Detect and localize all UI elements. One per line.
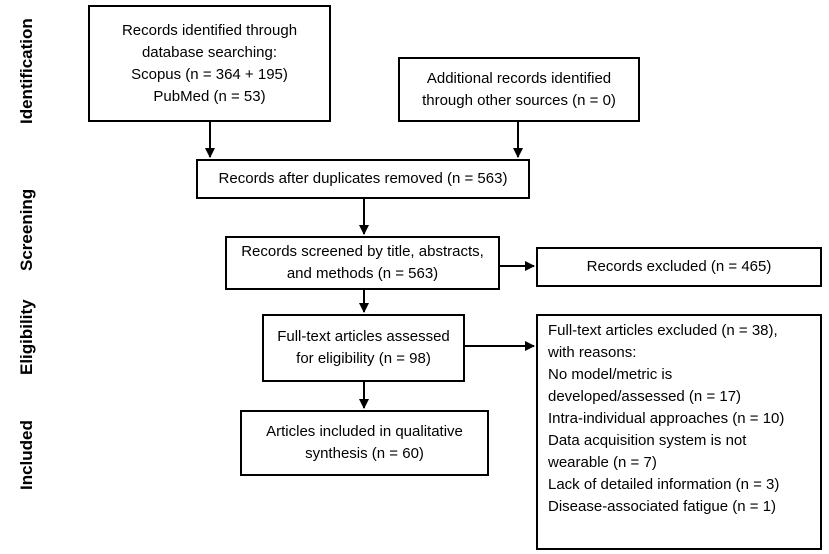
fulltext-excluded-line-6: Data acquisition system is not bbox=[548, 432, 747, 449]
other-sources-line-2: through other sources (n = 0) bbox=[422, 91, 616, 109]
screened-line-2: and methods (n = 563) bbox=[286, 265, 439, 282]
db-search-line-2: database searching: bbox=[141, 43, 278, 61]
other-sources-line-1: Additional records identified bbox=[426, 69, 612, 87]
fulltext-excluded-line-3: No model/metric is bbox=[548, 366, 673, 383]
box-fulltext-assessed: Full-text articles assessed for eligibil… bbox=[262, 314, 465, 382]
box-other-sources: Additional records identified through ot… bbox=[398, 57, 640, 122]
box-fulltext-excluded: Full-text articles excluded (n = 38), wi… bbox=[536, 314, 822, 550]
fulltext-excluded-line-2: with reasons: bbox=[548, 344, 637, 361]
stage-label-identification: Identification bbox=[17, 18, 36, 124]
fulltext-excluded-line-5: Intra-individual approaches (n = 10) bbox=[548, 410, 785, 427]
box-records-screened: Records screened by title, abstracts, an… bbox=[225, 236, 500, 290]
fulltext-excluded-line-4: developed/assessed (n = 17) bbox=[548, 388, 742, 405]
after-duplicates-line-1: Records after duplicates removed (n = 56… bbox=[218, 170, 508, 187]
included-line-1: Articles included in qualitative bbox=[266, 423, 463, 440]
db-search-line-4: PubMed (n = 53) bbox=[153, 87, 266, 105]
excluded-line-1: Records excluded (n = 465) bbox=[586, 258, 772, 275]
box-database-search: Records identified through database sear… bbox=[88, 5, 331, 122]
fulltext-excluded-line-7: wearable (n = 7) bbox=[548, 454, 657, 471]
db-search-line-1: Records identified through bbox=[121, 21, 298, 39]
fulltext-assessed-line-1: Full-text articles assessed bbox=[277, 328, 450, 345]
fulltext-excluded-line-1: Full-text articles excluded (n = 38), bbox=[548, 322, 778, 339]
box-included: Articles included in qualitative synthes… bbox=[240, 410, 489, 476]
box-after-duplicates: Records after duplicates removed (n = 56… bbox=[196, 159, 530, 199]
fulltext-excluded-line-8: Lack of detailed information (n = 3) bbox=[548, 476, 780, 493]
fulltext-excluded-line-9: Disease-associated fatigue (n = 1) bbox=[548, 498, 777, 515]
stage-label-included: Included bbox=[17, 420, 36, 490]
db-search-line-3: Scopus (n = 364 + 195) bbox=[131, 65, 288, 83]
box-records-excluded: Records excluded (n = 465) bbox=[536, 247, 822, 287]
included-line-2: synthesis (n = 60) bbox=[305, 445, 424, 462]
screened-line-1: Records screened by title, abstracts, bbox=[241, 243, 484, 260]
stage-label-eligibility: Eligibility bbox=[17, 299, 36, 375]
fulltext-assessed-line-2: for eligibility (n = 98) bbox=[296, 350, 431, 367]
stage-label-screening: Screening bbox=[17, 188, 36, 271]
